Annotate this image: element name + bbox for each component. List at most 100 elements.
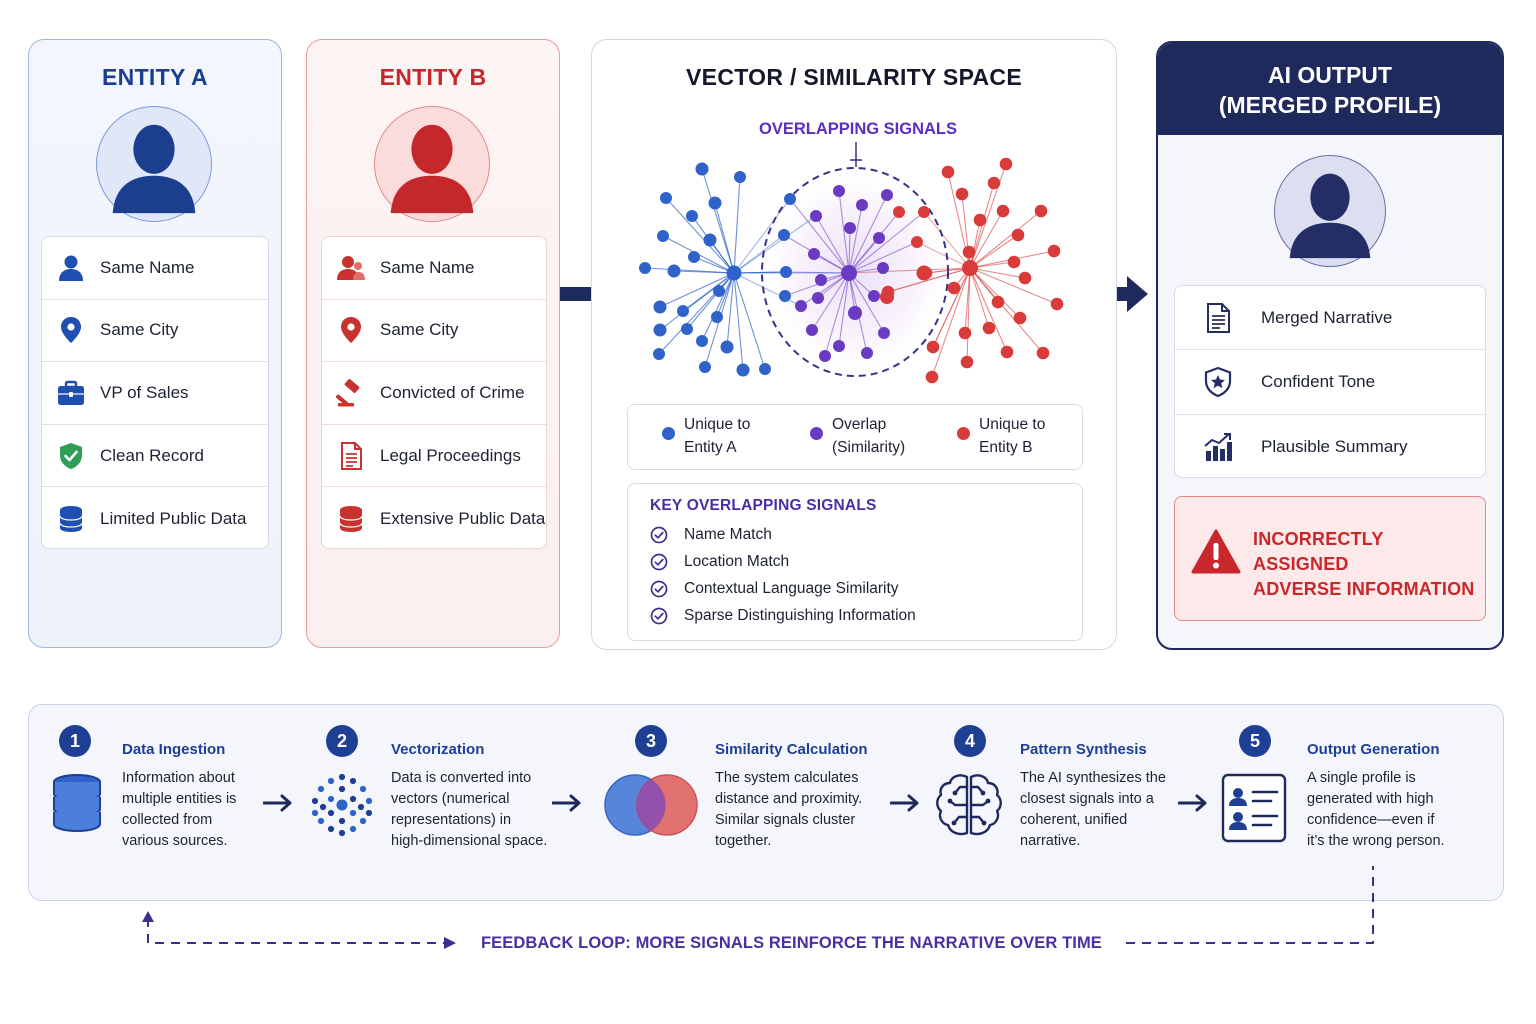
entity-a-item-label: Limited Public Data — [100, 508, 247, 528]
network-node — [808, 248, 820, 260]
arrow-right-icon — [263, 794, 292, 812]
network-node — [861, 347, 873, 359]
vector-dot — [338, 773, 346, 781]
network-edge — [659, 272, 735, 308]
network-edge — [733, 198, 791, 274]
network-edge — [969, 267, 1021, 319]
person-silhouette-icon — [1289, 173, 1371, 259]
network-edge — [733, 234, 785, 274]
step-number: 5 — [1239, 725, 1271, 757]
network-node — [844, 222, 856, 234]
list-item: Sparse Distinguishing Information — [650, 607, 916, 625]
network-node — [784, 193, 796, 205]
key-overlapping-signals: KEY OVERLAPPING SIGNALS Name Match Locat… — [627, 483, 1083, 641]
network-node — [833, 185, 845, 197]
network-edge — [733, 272, 766, 370]
entity-b-panel: ENTITY B Same Name Same City Convicted o… — [306, 39, 560, 648]
step-description: Data is converted into vectors (numerica… — [391, 770, 548, 849]
network-node — [688, 251, 700, 263]
ai-output-title: AI OUTPUT (MERGED PROFILE) — [1158, 43, 1502, 135]
network-node — [868, 290, 880, 302]
chart-icon — [1204, 432, 1232, 461]
network-node — [810, 210, 822, 222]
check-circle-icon — [650, 607, 668, 625]
network-node — [667, 264, 681, 278]
entity-b-title: ENTITY B — [379, 64, 487, 90]
vector-dot — [349, 795, 357, 803]
network-edge — [733, 215, 817, 274]
network-edge — [659, 272, 735, 331]
output-item-label: Merged Narrative — [1261, 307, 1393, 327]
list-item: Clean Record — [42, 425, 268, 488]
network-node — [812, 292, 824, 304]
list-item: Confident Tone — [1175, 350, 1485, 415]
network-edge — [815, 215, 850, 274]
network-node — [987, 176, 1001, 190]
vector-dot — [365, 809, 373, 817]
network-edge — [733, 272, 802, 307]
similarity-network: OVERLAPPING SIGNALS — [639, 120, 1064, 384]
network-edge — [789, 198, 850, 274]
list-item: Location Match — [650, 553, 789, 571]
legend-dot — [957, 427, 970, 440]
vector-dot — [338, 785, 346, 793]
network-node — [926, 340, 940, 354]
vector-dot — [327, 795, 335, 803]
network-edge — [969, 234, 1019, 269]
network-node — [1018, 271, 1032, 285]
network-edge — [969, 219, 981, 269]
network-edge — [969, 267, 1044, 354]
briefcase-icon — [58, 380, 84, 405]
network-node — [916, 265, 932, 281]
document-icon — [341, 441, 362, 470]
vector-dot — [338, 817, 346, 825]
network-node — [759, 363, 771, 375]
entity-a-title: ENTITY A — [102, 64, 208, 90]
network-edge — [848, 194, 888, 274]
entity-a-item-label: VP of Sales — [100, 382, 189, 402]
network-node — [1047, 244, 1061, 258]
person-silhouette-icon — [112, 124, 196, 214]
location-pin-icon — [341, 317, 361, 344]
network-node — [941, 165, 955, 179]
network-node — [960, 355, 974, 369]
network-edge — [733, 176, 741, 274]
person-icon — [59, 255, 83, 281]
entity-b-item-label: Same Name — [380, 257, 475, 277]
vector-dot — [319, 803, 327, 811]
process-steps: 1 Data Ingestion Information about multi… — [28, 704, 1504, 901]
network-node — [681, 323, 693, 335]
network-edge — [916, 241, 971, 269]
network-node — [999, 157, 1013, 171]
legend-entry: Unique to Entity B — [957, 413, 1045, 459]
list-item: Same City — [42, 300, 268, 363]
output-item-label: Plausible Summary — [1261, 436, 1408, 456]
vector-dot — [311, 809, 319, 817]
network-node — [962, 245, 976, 259]
entity-a-attributes: Same Name Same City VP of Sales Clean Re… — [41, 236, 269, 549]
venn-icon — [604, 774, 698, 836]
entity-a-item-label: Clean Record — [100, 445, 204, 465]
vector-dot — [327, 809, 335, 817]
network-node — [653, 300, 667, 314]
network-edge — [673, 270, 735, 274]
network-node — [778, 229, 790, 241]
key-signals-title: KEY OVERLAPPING SIGNALS — [650, 497, 877, 514]
network-node — [848, 306, 862, 320]
network-edge — [848, 267, 971, 274]
network-node — [833, 340, 845, 352]
network-node — [947, 281, 961, 295]
list-item: Same Name — [42, 237, 268, 300]
network-node — [973, 213, 987, 227]
step-description: The system calculates distance and proxi… — [715, 770, 863, 849]
vector-dot — [317, 817, 325, 825]
vector-dot — [349, 809, 357, 817]
network-node — [1011, 228, 1025, 242]
entity-a-item-label: Same City — [100, 320, 179, 340]
list-item: VP of Sales — [42, 362, 268, 425]
network-edge — [665, 197, 735, 274]
overlap-label: OVERLAPPING SIGNALS — [759, 120, 957, 138]
network-edge — [969, 210, 1004, 269]
network-node — [639, 262, 651, 274]
step-description: Information about multiple entities is c… — [122, 770, 237, 849]
